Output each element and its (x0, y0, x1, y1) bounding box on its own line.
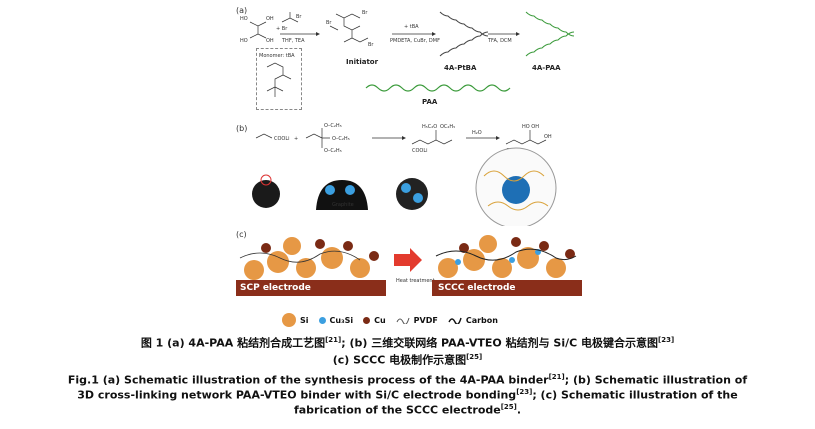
svg-text:Br: Br (362, 10, 368, 16)
svg-text:Monomer: tBA: Monomer: tBA (259, 53, 295, 59)
scp-particles (244, 237, 379, 280)
svg-text:H₅C₂O: H₅C₂O (422, 124, 437, 130)
monomer-structure: Monomer: tBA (259, 53, 295, 97)
si-swatch-icon (282, 313, 296, 327)
panel-b-scheme: COOLi + O–C₂H₅ O–C₂H₅ O–C₂H₅ H₅C₂O OC₂H₅… (252, 123, 557, 226)
sccc-electrode-base (432, 280, 582, 296)
svg-text:HO: HO (240, 16, 248, 22)
legend-cu3si: Cu₃Si (318, 316, 353, 325)
carbon-swatch-icon (448, 317, 462, 324)
scp-electrode-label: SCP electrode (240, 283, 311, 293)
svg-text:OH: OH (266, 16, 274, 22)
cu3si-swatch-icon (318, 316, 326, 324)
caption-cn-line1: 图 1 (a) 4A-PAA 粘结剂合成工艺图[21]; (b) 三维交联网络 … (140, 336, 675, 350)
star-polymer-ptba (439, 11, 489, 57)
product-ptba-label: 4A-PtBA (444, 64, 477, 72)
heat-treatment-label: Heat treatment (396, 278, 435, 284)
figure-1: (a) HO OH HO OH + Br Br THF, TEA Br Br B… (226, 4, 586, 308)
star-polymer-paa (525, 11, 575, 57)
initiator-structure (329, 13, 369, 43)
linear-paa (365, 84, 511, 92)
svg-text:+ Br: + Br (276, 26, 288, 32)
reagents-3: PMDETA, CuBr, DMF (390, 38, 440, 44)
sccc-particles (438, 235, 575, 278)
caption-cn-line2: (c) SCCC 电极制作示意图[25] (332, 353, 483, 367)
panel-a-scheme: HO OH HO OH + Br Br THF, TEA Br Br Br In… (240, 10, 575, 106)
h2o-label: H₂O (472, 130, 482, 136)
legend-pvdf: PVDF (396, 316, 438, 325)
sccc-electrode-label: SCCC electrode (438, 283, 516, 293)
legend: Si Cu₃Si Cu PVDF Carbon (282, 313, 498, 327)
svg-text:Br: Br (326, 20, 332, 26)
pvdf-swatch-icon (396, 317, 410, 324)
graphite-label: Graphite (332, 202, 354, 208)
svg-text:HO: HO (240, 38, 248, 44)
reagents-1: THF, TEA (281, 38, 305, 44)
panel-b-label: (b) (236, 124, 248, 133)
heat-treatment-arrow (394, 248, 422, 272)
zoom-core (502, 176, 530, 204)
pentaerythritol-structure (249, 21, 267, 39)
reagents-2: + tBA (404, 24, 419, 30)
svg-text:HO OH: HO OH (522, 124, 539, 130)
svg-text:Br: Br (368, 42, 374, 48)
svg-text:O–C₂H₅: O–C₂H₅ (332, 136, 350, 142)
si-particle (252, 180, 280, 208)
caption-en-line3: fabrication of the SCCC electrode[25]. (293, 403, 522, 417)
panel-c-scheme: Heat treatment (236, 235, 582, 296)
legend-carbon: Carbon (448, 316, 498, 325)
polymer-label: PAA (422, 98, 438, 106)
caption-en-line2: 3D cross-linking network PAA-VTEO binder… (77, 388, 738, 402)
composite-particle (396, 178, 428, 210)
svg-text:O–C₂H₅: O–C₂H₅ (324, 123, 342, 129)
panel-c-label: (c) (236, 230, 247, 239)
legend-cu: Cu (363, 316, 386, 325)
scp-electrode-base (236, 280, 386, 296)
svg-text:OH: OH (544, 134, 552, 140)
svg-text:O–C₂H₅: O–C₂H₅ (324, 148, 342, 154)
panel-a-label: (a) (236, 6, 248, 15)
svg-text:COOLi: COOLi (412, 148, 428, 154)
cu-swatch-icon (363, 316, 371, 324)
legend-si: Si (282, 313, 309, 327)
initiator-label: Initiator (346, 58, 379, 66)
monomer-box: Monomer: tBA (256, 48, 302, 110)
svg-text:OC₂H₅: OC₂H₅ (440, 124, 455, 130)
svg-text:OH: OH (266, 38, 274, 44)
svg-text:Br: Br (296, 14, 302, 20)
svg-text:+: + (294, 136, 298, 142)
caption-en-line1: Fig.1 (a) Schematic illustration of the … (67, 373, 748, 387)
reagents-4: TFA, DCM (487, 38, 512, 44)
product-paa-label: 4A-PAA (532, 64, 561, 72)
reactant-label: COOLi (274, 136, 290, 142)
